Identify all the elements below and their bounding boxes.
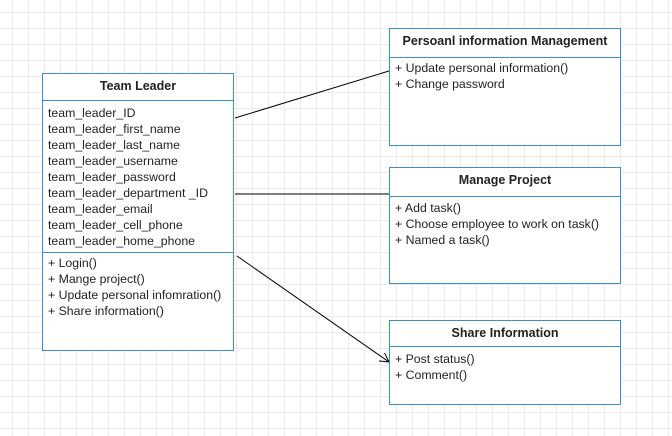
method-row: + Change password — [395, 77, 505, 91]
connector-team-leader-to-personal-info — [234, 70, 390, 119]
method-row: + Post status() — [395, 352, 475, 366]
connector-team-leader-to-share-information — [236, 255, 389, 362]
methods-section: + Post status() + Comment() — [390, 347, 620, 383]
method-row: + Add task() — [395, 201, 461, 215]
attribute-row: team_leader_username — [48, 154, 178, 168]
class-team-leader[interactable]: Team Leader team_leader_ID team_leader_f… — [42, 73, 234, 351]
attributes-section: team_leader_ID team_leader_first_name te… — [43, 101, 233, 253]
class-title: Share Information — [390, 321, 620, 347]
method-row: + Login() — [48, 256, 97, 270]
method-row: + Update personal information() — [395, 61, 569, 75]
class-share-information[interactable]: Share Information + Post status() + Comm… — [389, 320, 621, 405]
attribute-row: team_leader_home_phone — [48, 234, 195, 248]
method-row: + Choose employee to work on task() — [395, 217, 600, 231]
attribute-row: team_leader_last_name — [48, 138, 180, 152]
methods-section: + Add task() + Choose employee to work o… — [390, 197, 620, 248]
methods-section: + Update personal information() + Change… — [390, 58, 620, 92]
class-title: Team Leader — [43, 74, 233, 101]
attribute-row: team_leader_ID — [48, 106, 136, 120]
method-row: + Share information() — [48, 304, 164, 318]
method-row: + Named a task() — [395, 233, 490, 247]
class-manage-project[interactable]: Manage Project + Add task() + Choose emp… — [389, 167, 621, 284]
methods-section: + Login() + Mange project() + Update per… — [43, 253, 233, 319]
attribute-row: team_leader_department _ID — [48, 186, 208, 200]
class-personal-info-management[interactable]: Persoanl information Management + Update… — [389, 28, 621, 146]
attribute-row: team_leader_email — [48, 202, 153, 216]
method-row: + Update personal infomration() — [48, 288, 222, 302]
attribute-row: team_leader_password — [48, 170, 176, 184]
attribute-row: team_leader_cell_phone — [48, 218, 183, 232]
attribute-row: team_leader_first_name — [48, 122, 181, 136]
method-row: + Mange project() — [48, 272, 145, 286]
method-row: + Comment() — [395, 368, 468, 382]
class-title: Persoanl information Management — [390, 29, 620, 58]
class-title: Manage Project — [390, 168, 620, 197]
